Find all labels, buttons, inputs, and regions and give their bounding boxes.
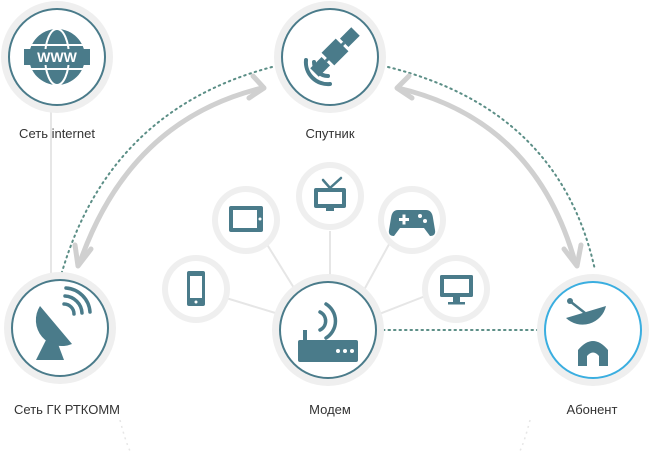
satellite-gk-dotted [61, 66, 273, 273]
modem-node [272, 274, 384, 386]
monitor-icon [440, 275, 473, 305]
lower-left-trace [119, 419, 131, 451]
arrowhead-gk [72, 242, 94, 269]
device-tablet [212, 186, 280, 254]
gk-node [4, 272, 116, 384]
subscriber-node [537, 274, 649, 386]
satellite-dish-icon [35, 286, 92, 360]
router-icon [298, 302, 358, 362]
uplink-arrow [77, 85, 265, 265]
arrowhead-subscriber [561, 242, 584, 269]
satellite-label: Спутник [305, 126, 355, 141]
device-phone [162, 255, 230, 323]
device-gamepad [378, 186, 446, 254]
tablet-icon [229, 206, 263, 232]
tablet-link [262, 237, 295, 289]
gamepad-link [363, 236, 394, 291]
www-icon-text: WWW [37, 49, 77, 65]
monitor-link [373, 294, 429, 317]
gk-label: Сеть ГК РТКОММ [14, 402, 120, 417]
satellite-icon [303, 27, 360, 87]
tv-icon [314, 176, 346, 211]
internet-node: WWW [1, 1, 113, 113]
www-icon: WWW [24, 28, 90, 86]
device-tv [296, 162, 364, 230]
modem-label: Модем [309, 402, 351, 417]
internet-label: Сеть internet [19, 126, 95, 141]
arrowhead-satellite-right [394, 73, 415, 101]
downlink-arrow [395, 85, 578, 265]
gamepad-icon [388, 210, 436, 236]
lower-right-trace [519, 419, 531, 451]
home-dish-icon [566, 298, 608, 366]
satellite-subscriber-dotted [387, 66, 596, 271]
arrowhead-satellite-left [246, 73, 267, 101]
smartphone-icon [187, 271, 205, 306]
satellite-node [274, 1, 386, 113]
subscriber-label: Абонент [566, 402, 618, 417]
connections [50, 66, 596, 451]
device-monitor [422, 255, 490, 323]
